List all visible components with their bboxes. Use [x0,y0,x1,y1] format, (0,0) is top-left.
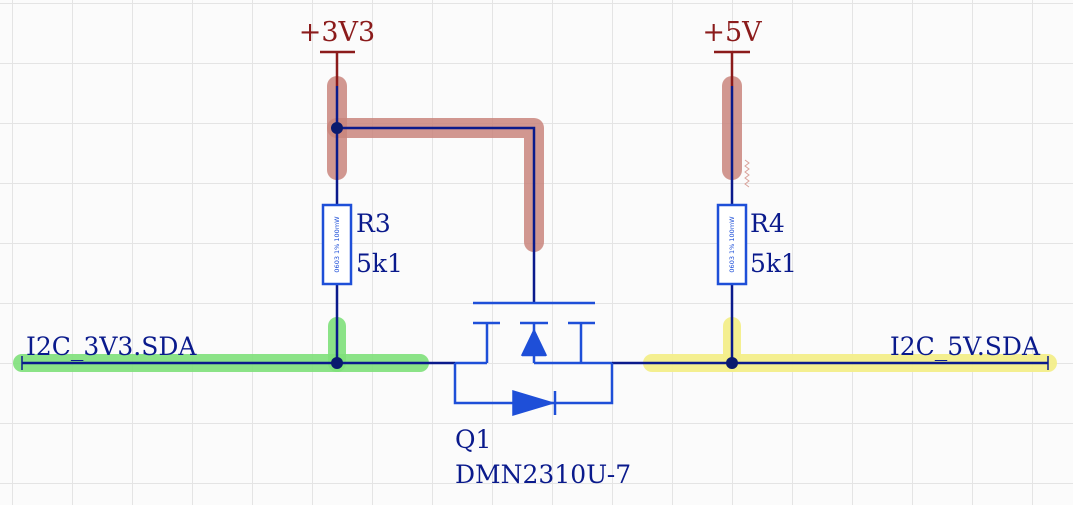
junctions [331,122,738,369]
r3-designator: R3 [356,209,391,238]
wires [22,86,1048,365]
net-label-right[interactable]: I2C_5V.SDA [890,332,1041,361]
junction-3v3 [331,122,343,134]
q1-designator: Q1 [455,425,491,454]
r4-selection-artifact [744,159,750,188]
mosfet-q1-arrows [512,328,556,417]
resistor-r3[interactable]: 0603 1% 100mW R3 5k1 [321,203,403,286]
junction-right-net [726,357,738,369]
junction-left-net [331,357,343,369]
power-label-3v3: +3V3 [299,17,375,48]
mosfet-body-arrow [520,328,548,356]
resistor-r4[interactable]: 0603 1% 100mW R4 5k1 [716,203,797,286]
power-label-5v: +5V [702,17,762,48]
body-diode-arrow [512,389,556,417]
q1-part: DMN2310U-7 [455,460,631,489]
r4-designator: R4 [750,209,785,238]
wire-3v3-to-gate[interactable] [337,126,536,303]
net-label-ticks [21,356,1049,370]
r4-value: 5k1 [750,249,797,278]
r3-value: 5k1 [356,249,403,278]
r3-body-text: 0603 1% 100mW [333,216,341,273]
power-symbol-5v[interactable]: +5V [702,17,762,86]
power-symbol-3v3[interactable]: +3V3 [299,17,375,86]
r4-body-text: 0603 1% 100mW [728,216,736,273]
net-label-left[interactable]: I2C_3V3.SDA [26,332,197,361]
